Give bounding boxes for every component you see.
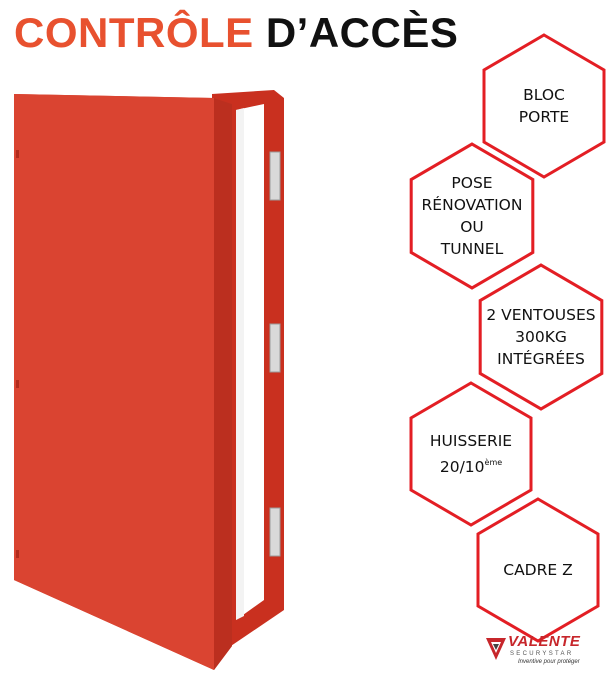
feature-line: 300KG	[515, 328, 567, 346]
feature-line: HUISSERIE	[429, 432, 513, 450]
logo-brand: VALENTE	[508, 633, 581, 650]
feature-line: CADRE Z	[503, 561, 573, 579]
feature-line: PORTE	[518, 108, 570, 126]
hexagon-shape	[409, 381, 533, 527]
hexagon-shape	[476, 497, 600, 643]
feature-hex-pose: POSE RÉNOVATION OU TUNNEL	[407, 141, 537, 291]
feature-hex-huisserie: HUISSERIE 20/10ème	[407, 380, 535, 528]
feature-hex-cadre-z: CADRE Z	[474, 496, 602, 644]
page-title: CONTRÔLE D’ACCÈS	[14, 8, 458, 58]
feature-line: INTÉGRÉES	[497, 350, 585, 368]
title-highlight: CONTRÔLE	[14, 9, 254, 56]
feature-line: POSE	[451, 174, 493, 192]
valente-logo: VALENTE SECURYSTAR Inventive pour protég…	[482, 632, 604, 672]
logo-sub: SECURYSTAR	[510, 651, 574, 657]
feature-line: RÉNOVATION	[421, 196, 523, 214]
feature-line: 2 VENTOUSES	[486, 306, 596, 324]
logo-mark-icon	[486, 638, 506, 660]
feature-line: BLOC	[523, 86, 565, 104]
logo-tagline: Inventive pour protéger	[518, 659, 580, 665]
hexagon-shape	[478, 263, 604, 411]
feature-line: OU	[460, 218, 484, 236]
feature-hex-ventouses: 2 VENTOUSES 300KG INTÉGRÉES	[474, 262, 608, 412]
title-rest: D’ACCÈS	[253, 9, 459, 56]
feature-line: TUNNEL	[440, 240, 504, 258]
hexagon-shape	[409, 142, 535, 290]
door-image	[14, 90, 284, 670]
feature-hex-bloc-porte: BLOC PORTE	[480, 32, 608, 180]
feature-line-with-sup: 20/10ème	[439, 458, 503, 476]
hexagon-shape	[482, 33, 606, 179]
